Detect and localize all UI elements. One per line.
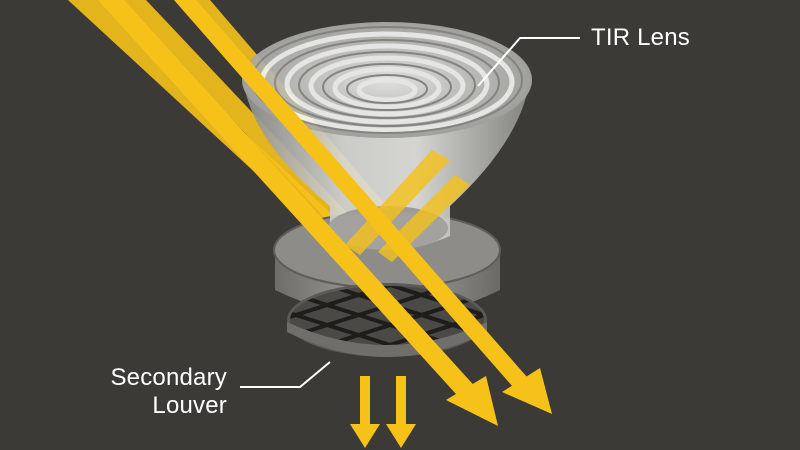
secondary-louver-label: Secondary Louver (92, 364, 227, 420)
lens-rings (259, 31, 515, 133)
light-beam-front-2 (174, 0, 534, 395)
down-arrowhead-right (386, 424, 416, 448)
tir-lens-body (242, 22, 532, 250)
light-beam-front-1 (98, 0, 480, 405)
arrowhead-2 (502, 368, 552, 414)
leader-lines (240, 37, 580, 388)
tir-lens-leader (477, 37, 580, 87)
secondary-louver-label-line2: Louver (152, 392, 227, 419)
tir-lens-label: TIR Lens (591, 24, 690, 51)
downward-beams (350, 376, 416, 448)
down-arrowhead-left (350, 424, 380, 448)
secondary-louver-label-line1: Secondary (110, 364, 227, 391)
down-beam-left (360, 376, 370, 426)
secondary-louver-leader (240, 361, 331, 388)
beam-group-front (98, 0, 552, 426)
down-beam-right (396, 376, 406, 426)
arrowhead-1 (446, 376, 498, 426)
light-beam-reflected-1 (345, 150, 450, 255)
